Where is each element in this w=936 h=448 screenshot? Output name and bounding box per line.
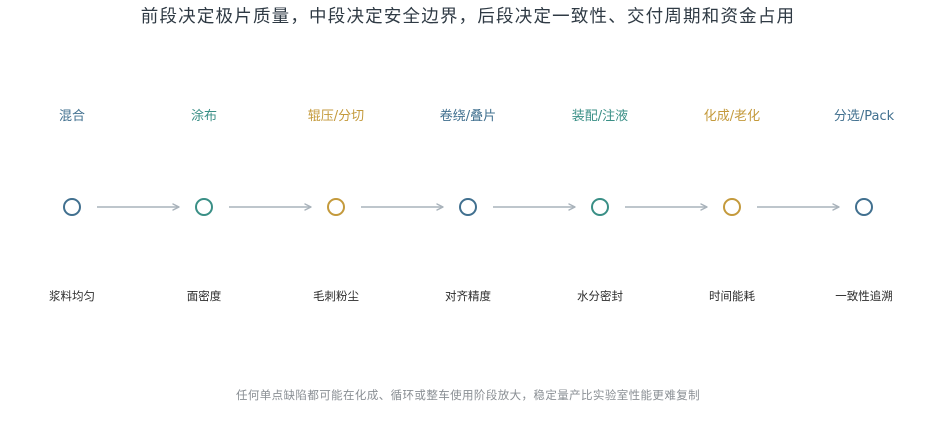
metric-label: 一致性追溯 bbox=[835, 289, 893, 303]
stage-label: 装配/注液 bbox=[571, 109, 629, 124]
metric-label: 毛刺粉尘 bbox=[313, 289, 359, 303]
metric-label: 水分密封 bbox=[577, 289, 623, 303]
metric-label: 浆料均匀 bbox=[49, 289, 95, 303]
page-title: 前段决定极片质量，中段决定安全边界，后段决定一致性、交付周期和资金占用 bbox=[140, 7, 796, 27]
step-node-circle bbox=[722, 197, 741, 216]
stage-label: 混合 bbox=[58, 109, 85, 124]
stage-label: 辊压/分切 bbox=[307, 109, 365, 124]
metric-label: 面密度 bbox=[186, 289, 222, 303]
stage-label: 分选/Pack bbox=[833, 109, 895, 124]
step-node-circle bbox=[458, 197, 477, 216]
footnote: 任何单点缺陷都可能在化成、循环或整车使用阶段放大，稳定量产比实验室性能更难复制 bbox=[235, 388, 701, 402]
stage-label: 涂布 bbox=[190, 109, 217, 124]
step-node-circle bbox=[62, 197, 81, 216]
step-node-circle bbox=[326, 197, 345, 216]
step-node-circle bbox=[590, 197, 609, 216]
stage-label: 化成/老化 bbox=[703, 109, 761, 124]
metric-label: 对齐精度 bbox=[445, 289, 491, 303]
step-node-circle bbox=[854, 197, 873, 216]
metric-label: 时间能耗 bbox=[709, 289, 755, 303]
step-node-circle bbox=[194, 197, 213, 216]
stage-label: 卷绕/叠片 bbox=[439, 109, 497, 124]
